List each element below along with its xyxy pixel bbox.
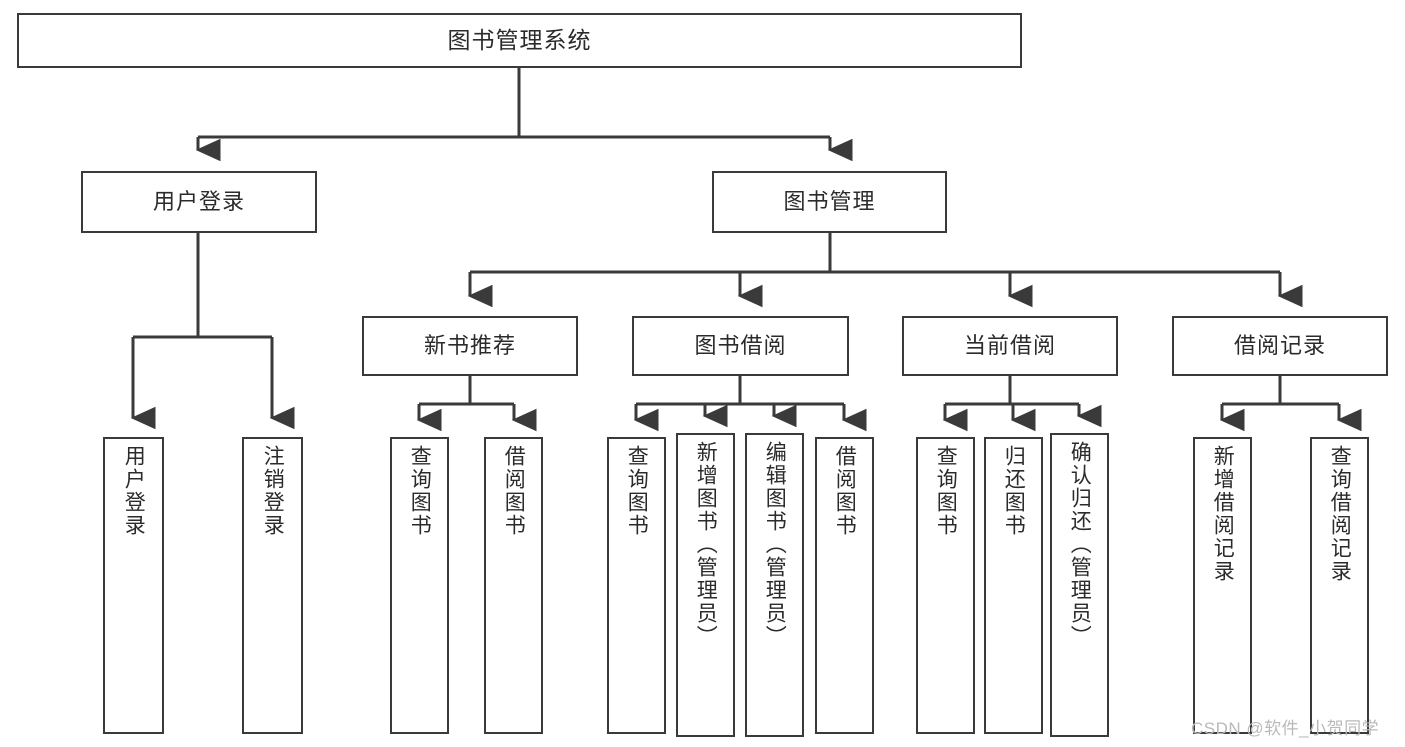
node-label: 查询图书 xyxy=(934,445,958,537)
node-label: 查询借阅记录 xyxy=(1328,445,1352,583)
node-label: 注销登录 xyxy=(261,445,285,537)
node-leaf-user-login[interactable]: 用户登录 xyxy=(103,437,164,734)
watermark: CSDN @软件_小贺同学 xyxy=(1191,719,1380,738)
node-book-management[interactable]: 图书管理 xyxy=(712,171,947,233)
node-leaf-borrow-book[interactable]: 借阅图书 xyxy=(815,437,874,734)
node-leaf-logout[interactable]: 注销登录 xyxy=(242,437,303,734)
node-label: 新增图书（管理员） xyxy=(694,441,718,648)
node-label: 当前借阅 xyxy=(963,332,1056,358)
node-label: 用户登录 xyxy=(152,188,245,214)
node-leaf-add-book-admin[interactable]: 新增图书（管理员） xyxy=(676,433,735,737)
node-leaf-query-book-current[interactable]: 查询图书 xyxy=(916,437,975,734)
node-user-login[interactable]: 用户登录 xyxy=(81,171,317,233)
node-label: 借阅图书 xyxy=(502,445,526,537)
node-label: 编辑图书（管理员） xyxy=(763,441,787,648)
node-label: 用户登录 xyxy=(122,445,146,537)
node-label: 图书借阅 xyxy=(694,332,787,358)
node-label: 借阅图书 xyxy=(833,445,857,537)
node-leaf-add-borrow-record[interactable]: 新增借阅记录 xyxy=(1193,437,1252,734)
node-borrow-record[interactable]: 借阅记录 xyxy=(1172,316,1388,376)
node-leaf-borrow-book-recommend[interactable]: 借阅图书 xyxy=(484,437,543,734)
node-label: 借阅记录 xyxy=(1233,332,1326,358)
node-label: 查询图书 xyxy=(408,445,432,537)
node-label: 查询图书 xyxy=(625,445,649,537)
node-leaf-edit-book-admin[interactable]: 编辑图书（管理员） xyxy=(745,433,804,737)
node-current-borrow[interactable]: 当前借阅 xyxy=(902,316,1118,376)
node-new-book-recommend[interactable]: 新书推荐 xyxy=(362,316,578,376)
node-label: 图书管理 xyxy=(783,188,876,214)
node-leaf-confirm-return-admin[interactable]: 确认归还（管理员） xyxy=(1050,433,1109,737)
node-leaf-query-book-recommend[interactable]: 查询图书 xyxy=(390,437,449,734)
node-label: 新书推荐 xyxy=(423,332,516,358)
node-leaf-return-book[interactable]: 归还图书 xyxy=(984,437,1043,734)
node-root-book-management-system[interactable]: 图书管理系统 xyxy=(17,13,1022,68)
node-label: 新增借阅记录 xyxy=(1211,445,1235,583)
node-leaf-query-borrow-record[interactable]: 查询借阅记录 xyxy=(1310,437,1369,734)
node-label: 图书管理系统 xyxy=(447,26,592,53)
node-book-borrow[interactable]: 图书借阅 xyxy=(632,316,849,376)
node-label: 确认归还（管理员） xyxy=(1068,441,1092,648)
node-label: 归还图书 xyxy=(1002,445,1026,537)
node-leaf-query-book-borrow[interactable]: 查询图书 xyxy=(607,437,666,734)
